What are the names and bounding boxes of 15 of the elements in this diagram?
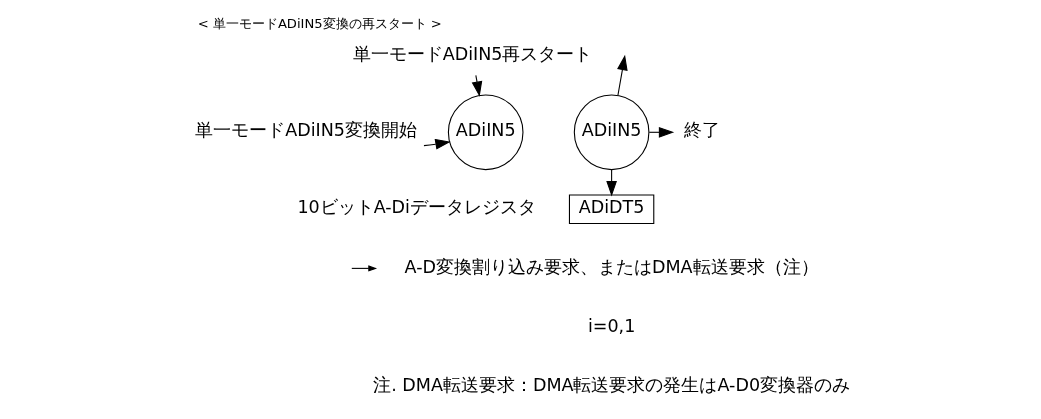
arrow	[471, 74, 482, 97]
node-circle: ADiIN5	[447, 94, 523, 171]
arrow	[616, 54, 628, 96]
diagram-title: < 単一モードADiIN5変換の再スタート >	[197, 15, 442, 31]
arrow	[422, 138, 451, 150]
node-circle: ADiIN5	[573, 94, 649, 171]
node-text: 単一モードADiIN5変換開始	[194, 120, 417, 141]
node-text: 終了	[684, 120, 720, 141]
label: 注. DMA転送要求：DMA転送要求の発生はA-D0変換器のみ	[372, 374, 850, 395]
node-label: 10ビットA-Diデータレジスタ	[296, 197, 536, 218]
node-text: 単一モードADiIN5再スタート	[352, 43, 592, 64]
label: i=0,1	[587, 315, 635, 336]
legend-label: A-D変換割り込み要求、またはDMA転送要求（注）	[404, 256, 819, 277]
node-box: ADiDT5	[568, 194, 654, 225]
arrow	[648, 126, 674, 138]
